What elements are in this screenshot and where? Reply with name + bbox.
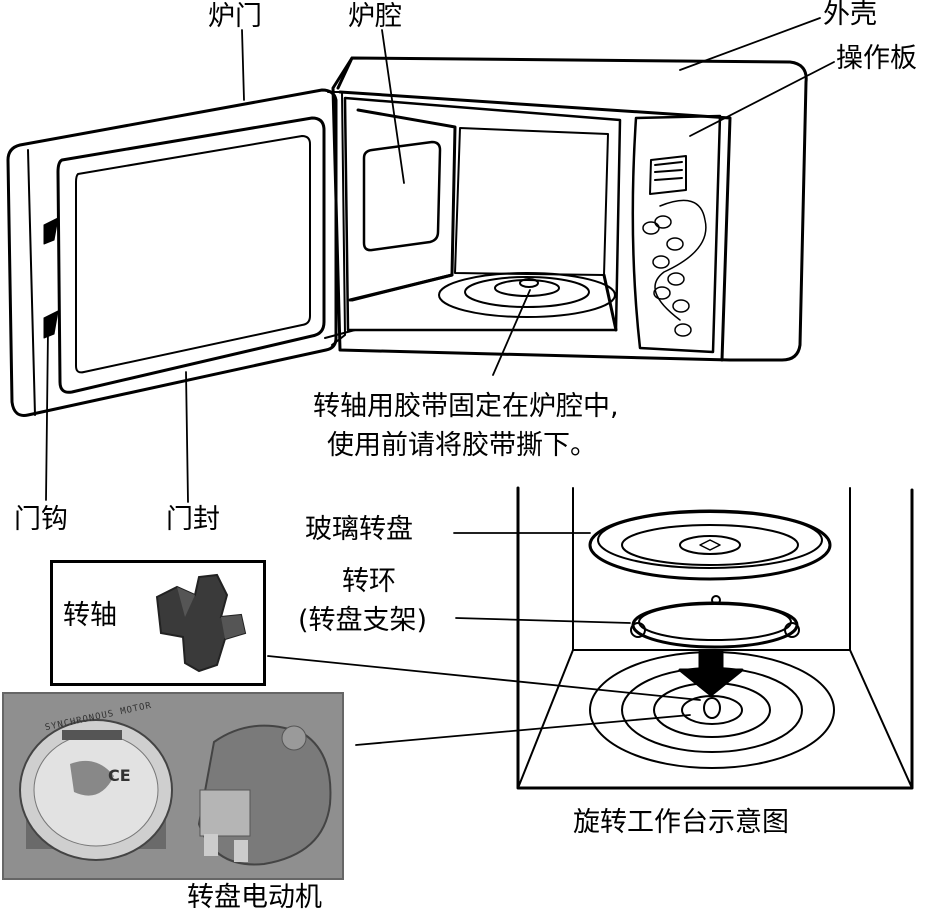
label-door-hook: 门钩: [14, 504, 68, 535]
motor-image: [4, 694, 342, 878]
label-ring-sub: (转盘支架): [298, 605, 428, 636]
label-door: 炉门: [208, 1, 262, 32]
label-note-line2: 使用前请将胶带撕下。: [327, 430, 597, 461]
label-panel: 操作板: [836, 43, 917, 74]
ce-mark: CE: [108, 766, 131, 785]
label-note-line1: 转轴用胶带固定在炉腔中,: [313, 391, 619, 422]
label-shaft: 转轴: [63, 600, 117, 631]
leader-lines-bottom: [267, 532, 701, 746]
label-diagram-title: 旋转工作台示意图: [573, 807, 789, 838]
label-motor: 转盘电动机: [187, 882, 322, 913]
leader-lines-top: [45, 17, 835, 503]
shaft-inset: 转轴: [50, 560, 266, 686]
label-shell: 外壳: [823, 0, 877, 30]
label-door-seal: 门封: [166, 504, 220, 535]
label-ring: 转环: [342, 566, 396, 597]
shaft-icon: [155, 573, 247, 673]
turntable-schematic: [516, 486, 914, 790]
motor-photo: SYNCHRONOUS MOTOR CE: [2, 692, 344, 880]
microwave-door: [6, 88, 356, 417]
label-cavity: 炉腔: [348, 1, 402, 32]
label-glass-plate: 玻璃转盘: [305, 514, 413, 545]
microwave-body: [331, 56, 808, 362]
